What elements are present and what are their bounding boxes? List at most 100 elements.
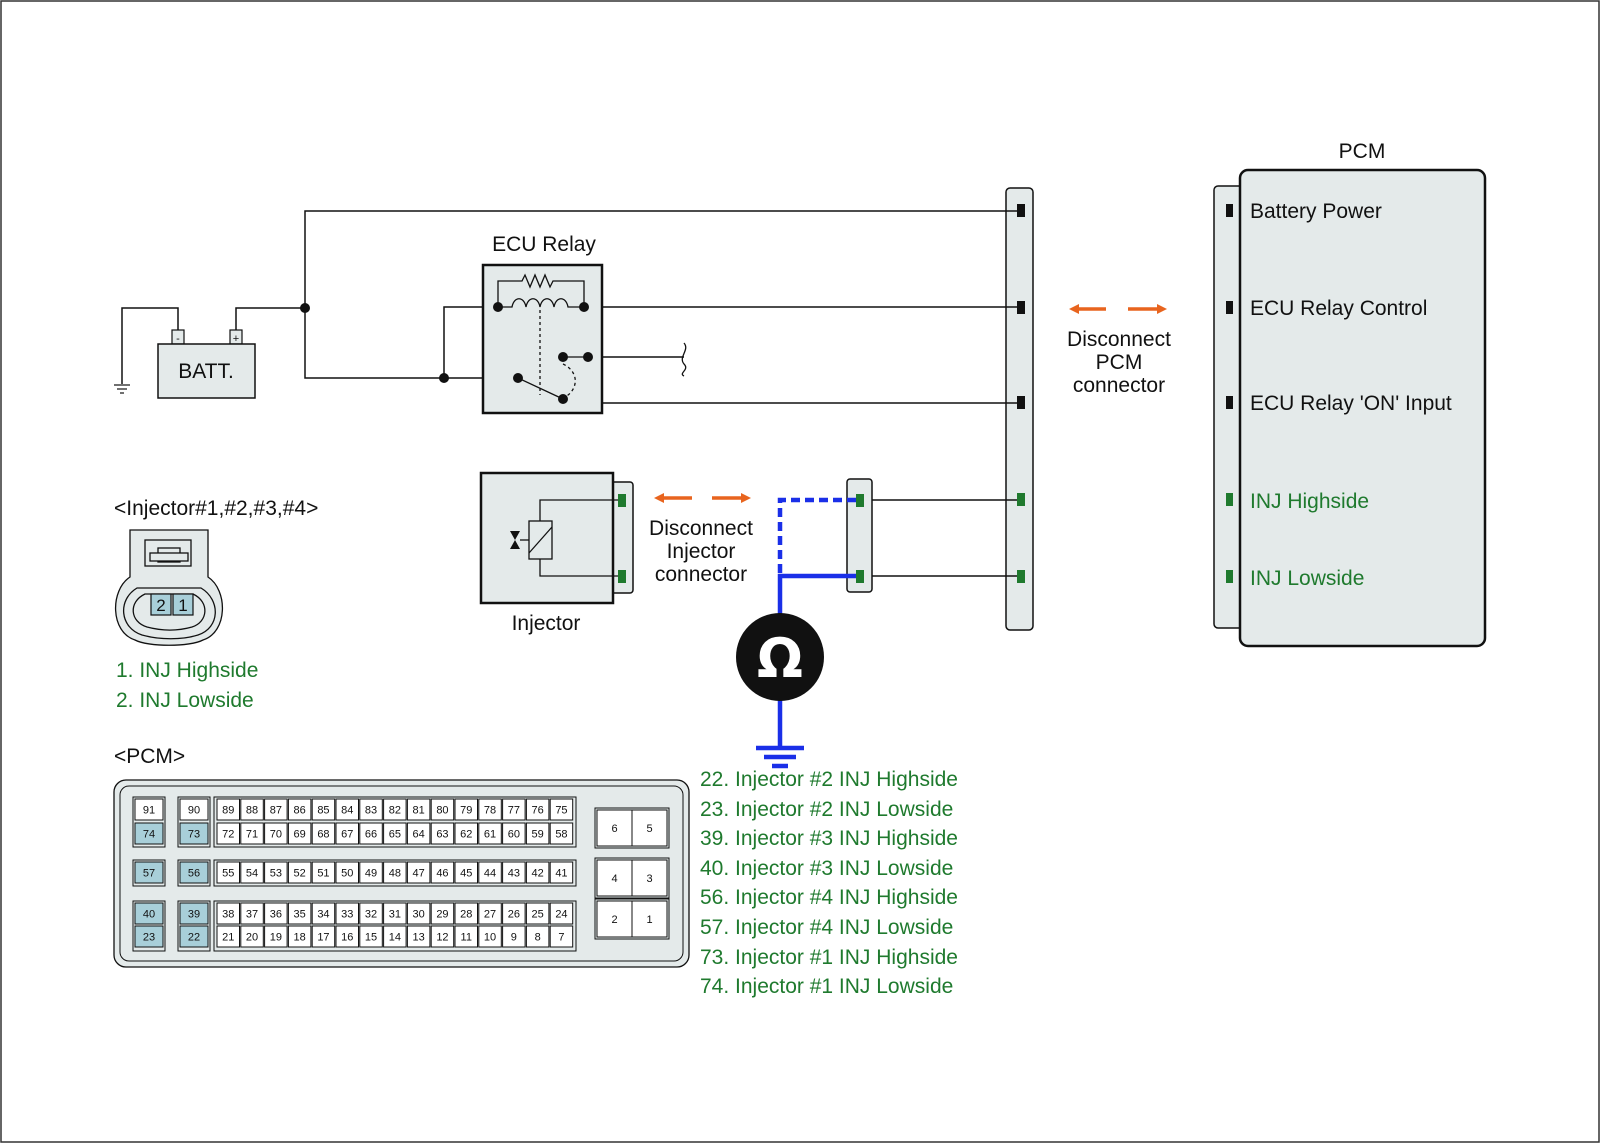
pcm-pin-label: 59 [532, 829, 544, 841]
pcm-pin-label: 72 [222, 829, 234, 841]
pcm-pin-cell [596, 900, 633, 938]
pcm-pin-cell [359, 902, 383, 925]
pcm-pin-label: 41 [555, 868, 567, 880]
pcm-pin-cell [454, 925, 478, 948]
injector-legend-2: 2. INJ Lowside [116, 689, 254, 712]
pcm-pin-cell [359, 861, 383, 884]
pcm-pin-cell [478, 798, 502, 821]
pcm-pin-cell [502, 861, 526, 884]
pcm-connector-title: <PCM> [114, 745, 185, 768]
pcm-pin-label: 36 [270, 909, 282, 921]
pcm-pin-label: 35 [294, 909, 306, 921]
pcm-pin-cell [549, 861, 574, 884]
pcm-pin-cell [311, 798, 336, 821]
pcm-pin-label: 47 [413, 868, 425, 880]
pin-list-item: 40. Injector #3 INJ Lowside [700, 857, 953, 880]
pcm-pin-label: 49 [365, 868, 377, 880]
pcm-pin-cell [287, 902, 312, 925]
pcm-label-relay-on: ECU Relay 'ON' Input [1250, 392, 1452, 415]
pcm-pin-cell [240, 925, 264, 948]
pcm-pin-label: 57 [143, 868, 155, 880]
pcm-pin-cell [478, 861, 502, 884]
pin-list-item: 74. Injector #1 INJ Lowside [700, 975, 953, 998]
pcm-pin-cell [287, 925, 312, 948]
pcm-pin-label: 29 [436, 909, 448, 921]
pcm-pin-cell [383, 902, 407, 925]
battery: - + BATT. [157, 329, 256, 399]
pcm-pin-cell [430, 861, 455, 884]
pcm-pin-cell [454, 902, 478, 925]
pcm-pin-cell [216, 822, 240, 845]
pcm-pin-label: 43 [508, 868, 520, 880]
pcm-pin-cell [134, 822, 164, 845]
pcm-pin-cell [631, 859, 668, 897]
pcm-pin-label: 6 [611, 823, 617, 835]
pcm-pin-cell [454, 861, 478, 884]
pcm-pin-label: 4 [611, 873, 617, 885]
pcm-pin-cell [134, 798, 164, 821]
pcm-pin-label: 89 [222, 805, 234, 817]
pcm-pin-cell [134, 925, 164, 948]
pcm-pin-block-frame [177, 900, 211, 952]
pcm-body [1238, 168, 1487, 648]
pcm-pin-label: 39 [188, 909, 200, 921]
pin-list-item: 22. Injector #2 INJ Highside [700, 768, 958, 791]
pcm-block: PCM Battery Power ECU Relay Control ECU … [1213, 140, 1487, 648]
pcm-pin-label: 22 [188, 932, 200, 944]
pcm-pin-cell [311, 861, 336, 884]
pcm-pin-label: 44 [484, 868, 496, 880]
pcm-pin-label: 9 [511, 932, 517, 944]
pcm-pin-cell [406, 861, 431, 884]
pcm-pin-label: 66 [365, 829, 377, 841]
pin-list-item: 23. Injector #2 INJ Lowside [700, 798, 953, 821]
pcm-pin-label: 64 [413, 829, 425, 841]
disconnect-injector-line2: Injector [667, 540, 736, 563]
pcm-pin-cell [216, 902, 240, 925]
pcm-pin-label: 79 [460, 805, 472, 817]
pcm-pin-label: 13 [413, 932, 425, 944]
pcm-pin-label: 17 [317, 932, 329, 944]
pcm-pin-cell [287, 861, 312, 884]
pcm-pin-label: 32 [365, 909, 377, 921]
pcm-pin-cell [216, 861, 240, 884]
injector-connector-title: <Injector#1,#2,#3,#4> [114, 497, 318, 520]
pcm-pin-label: 20 [246, 932, 258, 944]
pcm-pin-label: 82 [389, 805, 401, 817]
pcm-pin-relay-control [1226, 301, 1233, 314]
pcm-pin-cell [502, 925, 526, 948]
pcm-pin-label: 73 [188, 829, 200, 841]
injector: Injector [479, 471, 634, 635]
pcm-pin-cell [525, 798, 550, 821]
pcm-pin-label: 54 [246, 868, 258, 880]
pcm-pin-label: 8 [535, 932, 541, 944]
pcm-pin-cell [406, 822, 431, 845]
pcm-pin-label: 1 [646, 914, 652, 926]
wire-break-icon [681, 342, 687, 377]
disconnect-pcm-line3: connector [1073, 374, 1165, 397]
pcm-title: PCM [1339, 140, 1386, 163]
injector-pin-2 [150, 593, 172, 616]
pcm-pin-cell [311, 902, 336, 925]
pcm-pin-label: 11 [461, 932, 472, 944]
pcm-pin-label: 69 [294, 829, 306, 841]
pcm-pin-label: 26 [508, 909, 520, 921]
pcm-pin-cell [596, 809, 633, 847]
pcm-pin-label: 31 [389, 909, 401, 921]
pcm-pin-cell [335, 822, 359, 845]
pcm-pin-cell [311, 822, 336, 845]
pcm-pin-cell [525, 902, 550, 925]
pcm-pin-label: 2 [611, 914, 617, 926]
pcm-pin-cell [311, 925, 336, 948]
pcm-pin-label: 28 [460, 909, 472, 921]
junction-dots [300, 303, 449, 383]
pcm-pin-battery-power [1226, 204, 1233, 217]
pcm-pin-label: 48 [389, 868, 401, 880]
pcm-pin-label: 81 [413, 805, 425, 817]
pcm-pin-label: 67 [341, 829, 353, 841]
pcm-pin-label: 24 [555, 909, 567, 921]
pcm-pin-cell [383, 861, 407, 884]
pcm-pin-label: 68 [317, 829, 329, 841]
pcm-pin-label: 85 [317, 805, 329, 817]
